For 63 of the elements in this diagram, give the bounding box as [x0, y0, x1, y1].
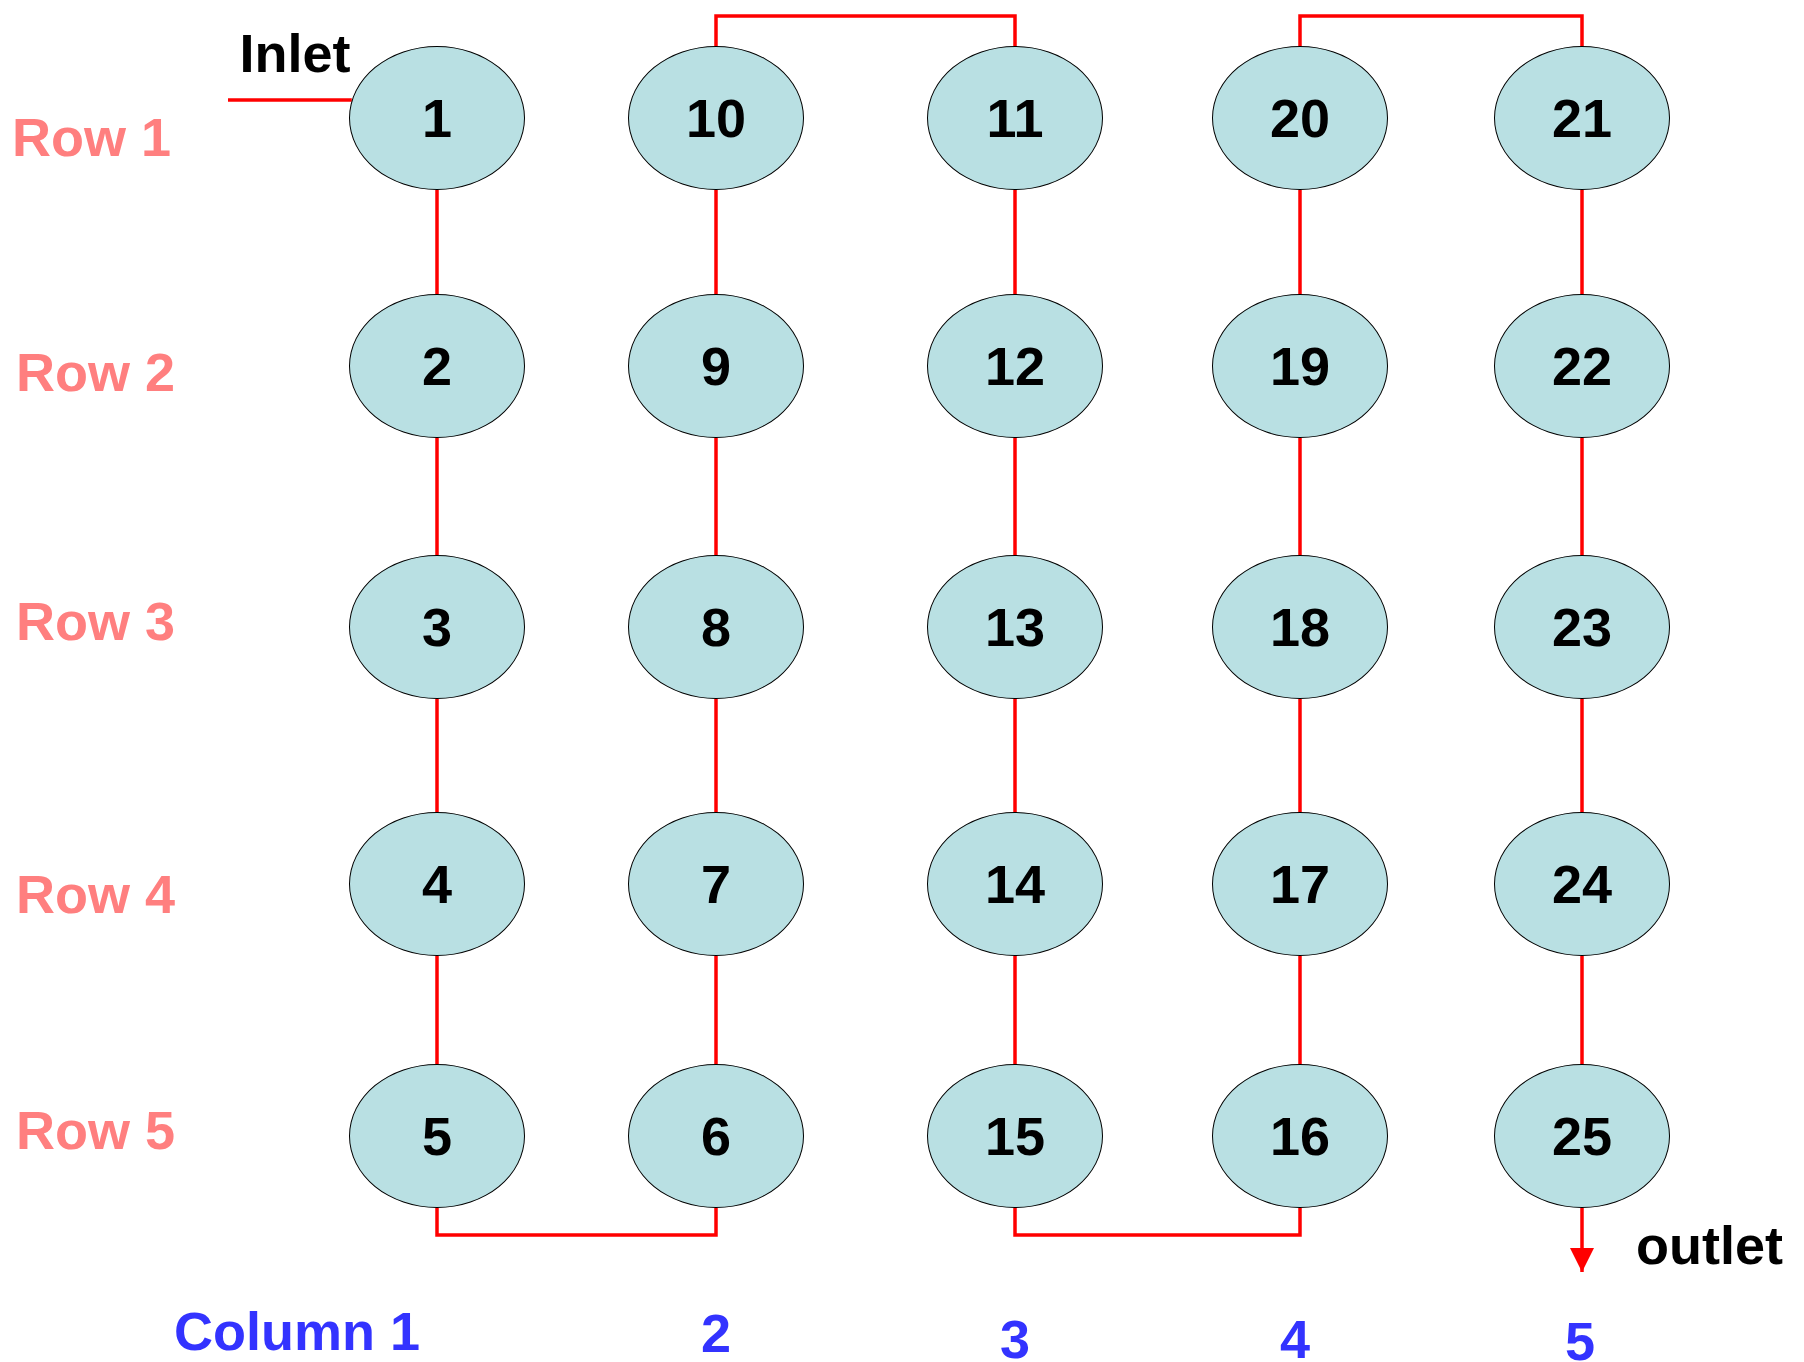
flow-line — [1580, 438, 1584, 555]
flow-line — [1013, 699, 1017, 812]
flow-arrow — [1569, 1208, 1595, 1272]
node-number: 23 — [1551, 600, 1613, 654]
node-number: 7 — [700, 857, 731, 911]
row-label: Row 1 — [12, 110, 172, 164]
flow-line — [1013, 190, 1017, 294]
row-label: Row 4 — [16, 867, 176, 921]
node-number: 25 — [1551, 1109, 1613, 1163]
node-number: 10 — [685, 91, 747, 145]
flow-line — [435, 1208, 718, 1237]
flow-line — [714, 699, 718, 812]
flow-line — [1013, 438, 1017, 555]
node-number: 22 — [1551, 339, 1613, 393]
node-number: 1 — [421, 91, 452, 145]
node-number: 9 — [700, 339, 731, 393]
node-number: 16 — [1269, 1109, 1331, 1163]
node-number: 20 — [1269, 91, 1331, 145]
flow-line — [1013, 1208, 1302, 1237]
node-number: 3 — [421, 600, 452, 654]
node-number: 4 — [421, 857, 452, 911]
flow-line — [714, 14, 1017, 46]
node-number: 14 — [984, 857, 1046, 911]
flow-line — [1580, 956, 1584, 1064]
row-label: Row 2 — [16, 345, 176, 399]
flow-line — [714, 190, 718, 294]
node-number: 12 — [984, 339, 1046, 393]
column-label: 3 — [1000, 1312, 1031, 1362]
flow-line — [1580, 190, 1584, 294]
flow-line — [1298, 438, 1302, 555]
node-number: 13 — [984, 600, 1046, 654]
node-number: 5 — [421, 1109, 452, 1163]
flow-line — [1013, 956, 1017, 1064]
flow-line — [1580, 699, 1584, 812]
outlet-label: outlet — [1636, 1218, 1783, 1272]
flow-line — [435, 956, 439, 1064]
node-number: 8 — [700, 600, 731, 654]
column-label: Column 1 — [174, 1304, 420, 1358]
inlet-label: Inlet — [225, 22, 365, 100]
node-number: 2 — [421, 339, 452, 393]
flow-line — [1298, 699, 1302, 812]
node-number: 19 — [1269, 339, 1331, 393]
column-label: 5 — [1565, 1314, 1596, 1362]
column-label: 2 — [701, 1306, 732, 1360]
row-label: Row 3 — [16, 594, 176, 648]
flow-line — [435, 438, 439, 555]
node-number: 17 — [1269, 857, 1331, 911]
node-number: 6 — [700, 1109, 731, 1163]
column-label: 4 — [1280, 1312, 1311, 1362]
flow-line — [714, 438, 718, 555]
node-number: 24 — [1551, 857, 1613, 911]
node-number: 21 — [1551, 91, 1613, 145]
flow-line — [1298, 14, 1584, 46]
flow-line — [714, 956, 718, 1064]
node-number: 15 — [984, 1109, 1046, 1163]
node-number: 18 — [1269, 600, 1331, 654]
flow-line — [228, 98, 352, 102]
node-number: 11 — [986, 91, 1044, 145]
flow-line — [435, 699, 439, 812]
flow-line — [1298, 956, 1302, 1064]
flow-line — [435, 190, 439, 294]
flow-line — [1298, 190, 1302, 294]
row-label: Row 5 — [16, 1103, 176, 1157]
